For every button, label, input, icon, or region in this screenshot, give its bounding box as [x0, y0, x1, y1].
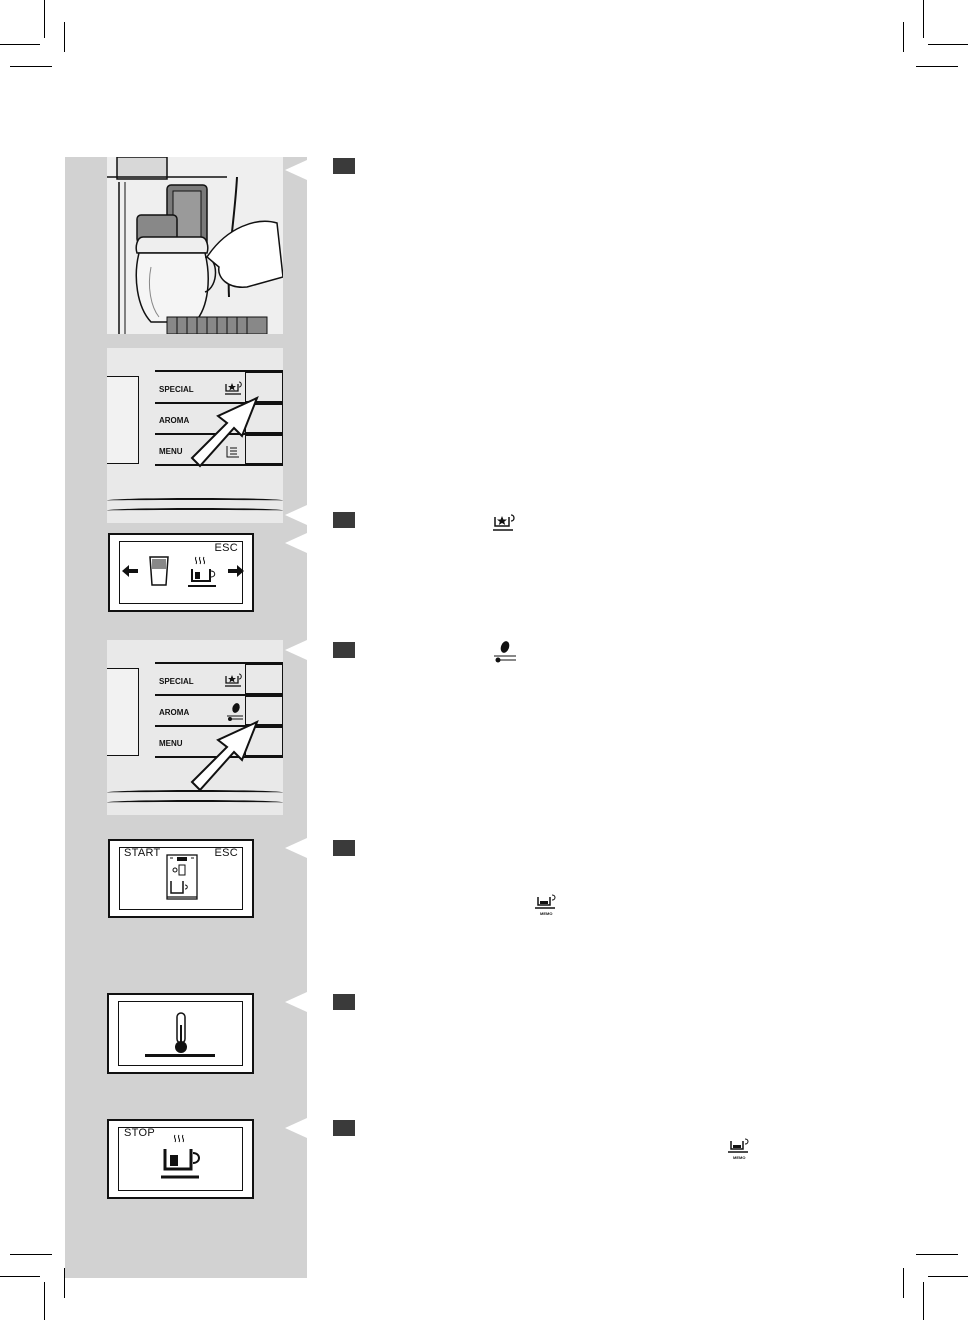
crop-mark [928, 44, 968, 45]
stop-label: STOP [124, 1127, 155, 1139]
aroma-bean-icon [494, 641, 516, 663]
memo-label: MEMO [733, 1155, 746, 1160]
step-marker [333, 512, 355, 528]
crop-mark [916, 66, 958, 67]
menu-label: MENU [159, 739, 183, 748]
thermometer-icon [175, 1012, 187, 1053]
crop-mark [10, 66, 52, 67]
memo-cup-icon: MEMO [726, 1136, 756, 1164]
special-beverage-icon [225, 381, 242, 395]
crop-mark [64, 22, 65, 52]
crop-mark [923, 1282, 924, 1320]
aroma-bean-icon [227, 703, 243, 721]
start-label: START [124, 847, 161, 859]
crop-mark [923, 0, 924, 38]
milk-jug-icon [149, 556, 169, 586]
step-pointer [285, 160, 307, 180]
crop-mark [916, 1254, 958, 1255]
esc-label: ESC [214, 847, 238, 859]
special-beverage-icon [225, 673, 242, 687]
crop-mark [44, 0, 45, 38]
display-heating-screen [107, 993, 254, 1074]
crop-mark [0, 1276, 40, 1277]
special-label: SPECIAL [159, 677, 194, 686]
crop-mark [903, 22, 904, 52]
special-beverage-icon [493, 514, 515, 531]
step-marker [333, 840, 355, 856]
press-arrow [190, 720, 259, 792]
aroma-label: AROMA [159, 416, 190, 425]
control-panel-special: SPECIAL AROMA MENU [107, 348, 283, 523]
step-pointer [285, 1118, 307, 1138]
step-pointer [285, 640, 307, 660]
step-pointer [285, 533, 307, 553]
display-programming-screen: START ESC [108, 839, 254, 918]
press-arrow [190, 396, 259, 468]
display-dispensing-screen: STOP [107, 1119, 254, 1199]
crop-mark [44, 1282, 45, 1320]
crop-mark [903, 1268, 904, 1298]
steam-cup-icon [161, 1134, 200, 1179]
steam-cup-icon [188, 556, 216, 587]
arrow-left-icon [122, 565, 138, 577]
machine-dispenser-icon [166, 854, 198, 900]
step-marker [333, 158, 355, 174]
crop-mark [64, 1268, 65, 1298]
step-marker [333, 1120, 355, 1136]
control-panel-aroma: SPECIAL AROMA MENU [107, 640, 283, 815]
machine-illustration [107, 157, 283, 334]
step-pointer [285, 838, 307, 858]
crop-mark [0, 44, 40, 45]
step-pointer [285, 992, 307, 1012]
memo-label: MEMO [540, 911, 553, 916]
display-select-screen: ESC [108, 533, 254, 612]
aroma-label: AROMA [159, 708, 190, 717]
step-marker [333, 994, 355, 1010]
step-marker [333, 642, 355, 658]
crop-mark [928, 1276, 968, 1277]
progress-bar [145, 1054, 215, 1057]
memo-cup-icon: MEMO [533, 892, 563, 920]
menu-label: MENU [159, 447, 183, 456]
esc-label: ESC [214, 542, 238, 554]
crop-mark [10, 1254, 52, 1255]
special-label: SPECIAL [159, 385, 194, 394]
arrow-right-icon [228, 565, 244, 577]
step-pointer [285, 505, 307, 525]
menu-list-icon [226, 446, 239, 458]
